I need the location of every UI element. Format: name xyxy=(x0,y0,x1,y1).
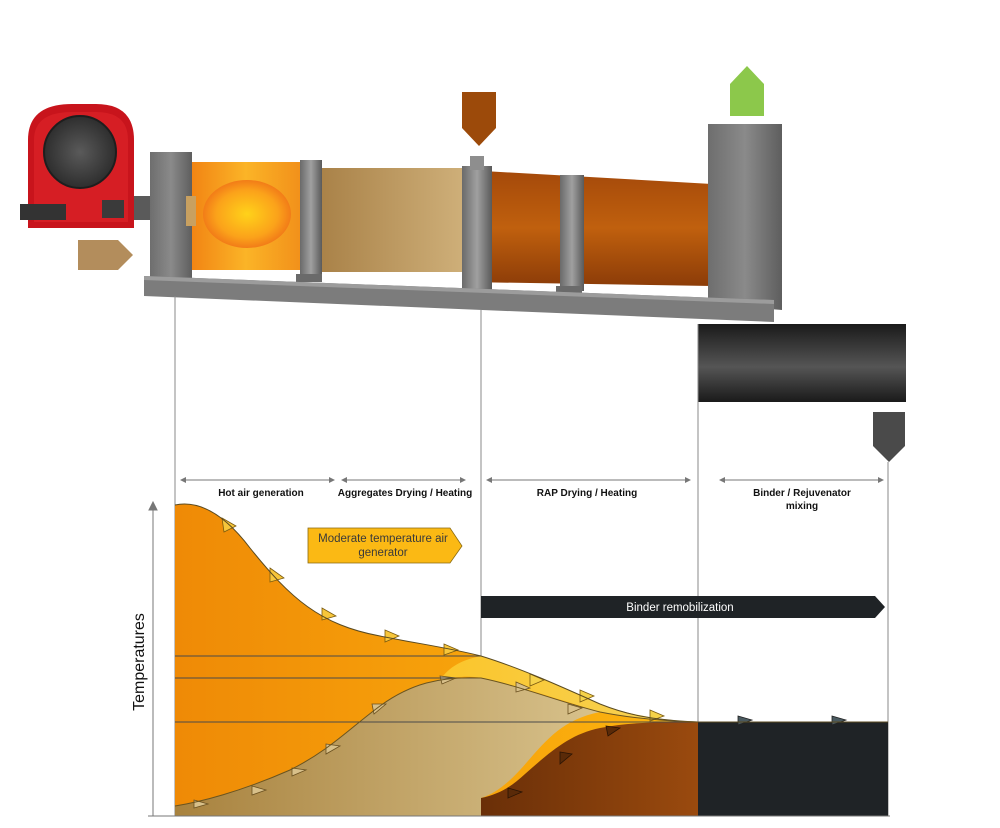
burner-icon xyxy=(20,104,160,228)
callout-moderate-line2: generator xyxy=(358,547,407,559)
exhaust-arrow-icon xyxy=(730,66,764,116)
label-hot-air-generation: Hot air generation xyxy=(218,488,304,499)
hot-air-region xyxy=(175,504,698,816)
label-binder-mixing-line2: mixing xyxy=(786,501,818,512)
rap-region xyxy=(481,722,698,816)
binder-remobilization-callout: Binder remobilization xyxy=(481,596,885,618)
label-binder-mixing-line1: Binder / Rejuvenator xyxy=(753,488,851,499)
temperature-profile xyxy=(174,503,888,816)
callout-binder-remobilization: Binder remobilization xyxy=(626,602,733,614)
aggregates-region xyxy=(175,677,600,816)
moderate-air-band xyxy=(440,656,698,722)
callout-moderate-line1: Moderate temperature air xyxy=(318,533,448,545)
flow-arrows-rap xyxy=(507,725,622,799)
label-rap-drying: RAP Drying / Heating xyxy=(537,488,637,499)
rotary-drum-illustration xyxy=(20,66,906,462)
y-axis-title: Temperatures xyxy=(131,613,148,711)
label-aggregates-drying: Aggregates Drying / Heating xyxy=(338,488,472,499)
mixer-icon xyxy=(698,324,906,402)
moderate-air-callout: Moderate temperature air generator xyxy=(307,527,463,564)
output-arrow-icon xyxy=(873,412,905,462)
binder-region xyxy=(698,722,888,816)
aggregate-feed-arrow xyxy=(78,240,133,270)
rap-feed-arrow-icon xyxy=(462,92,496,146)
flame-icon xyxy=(203,180,291,248)
axes xyxy=(148,500,890,817)
